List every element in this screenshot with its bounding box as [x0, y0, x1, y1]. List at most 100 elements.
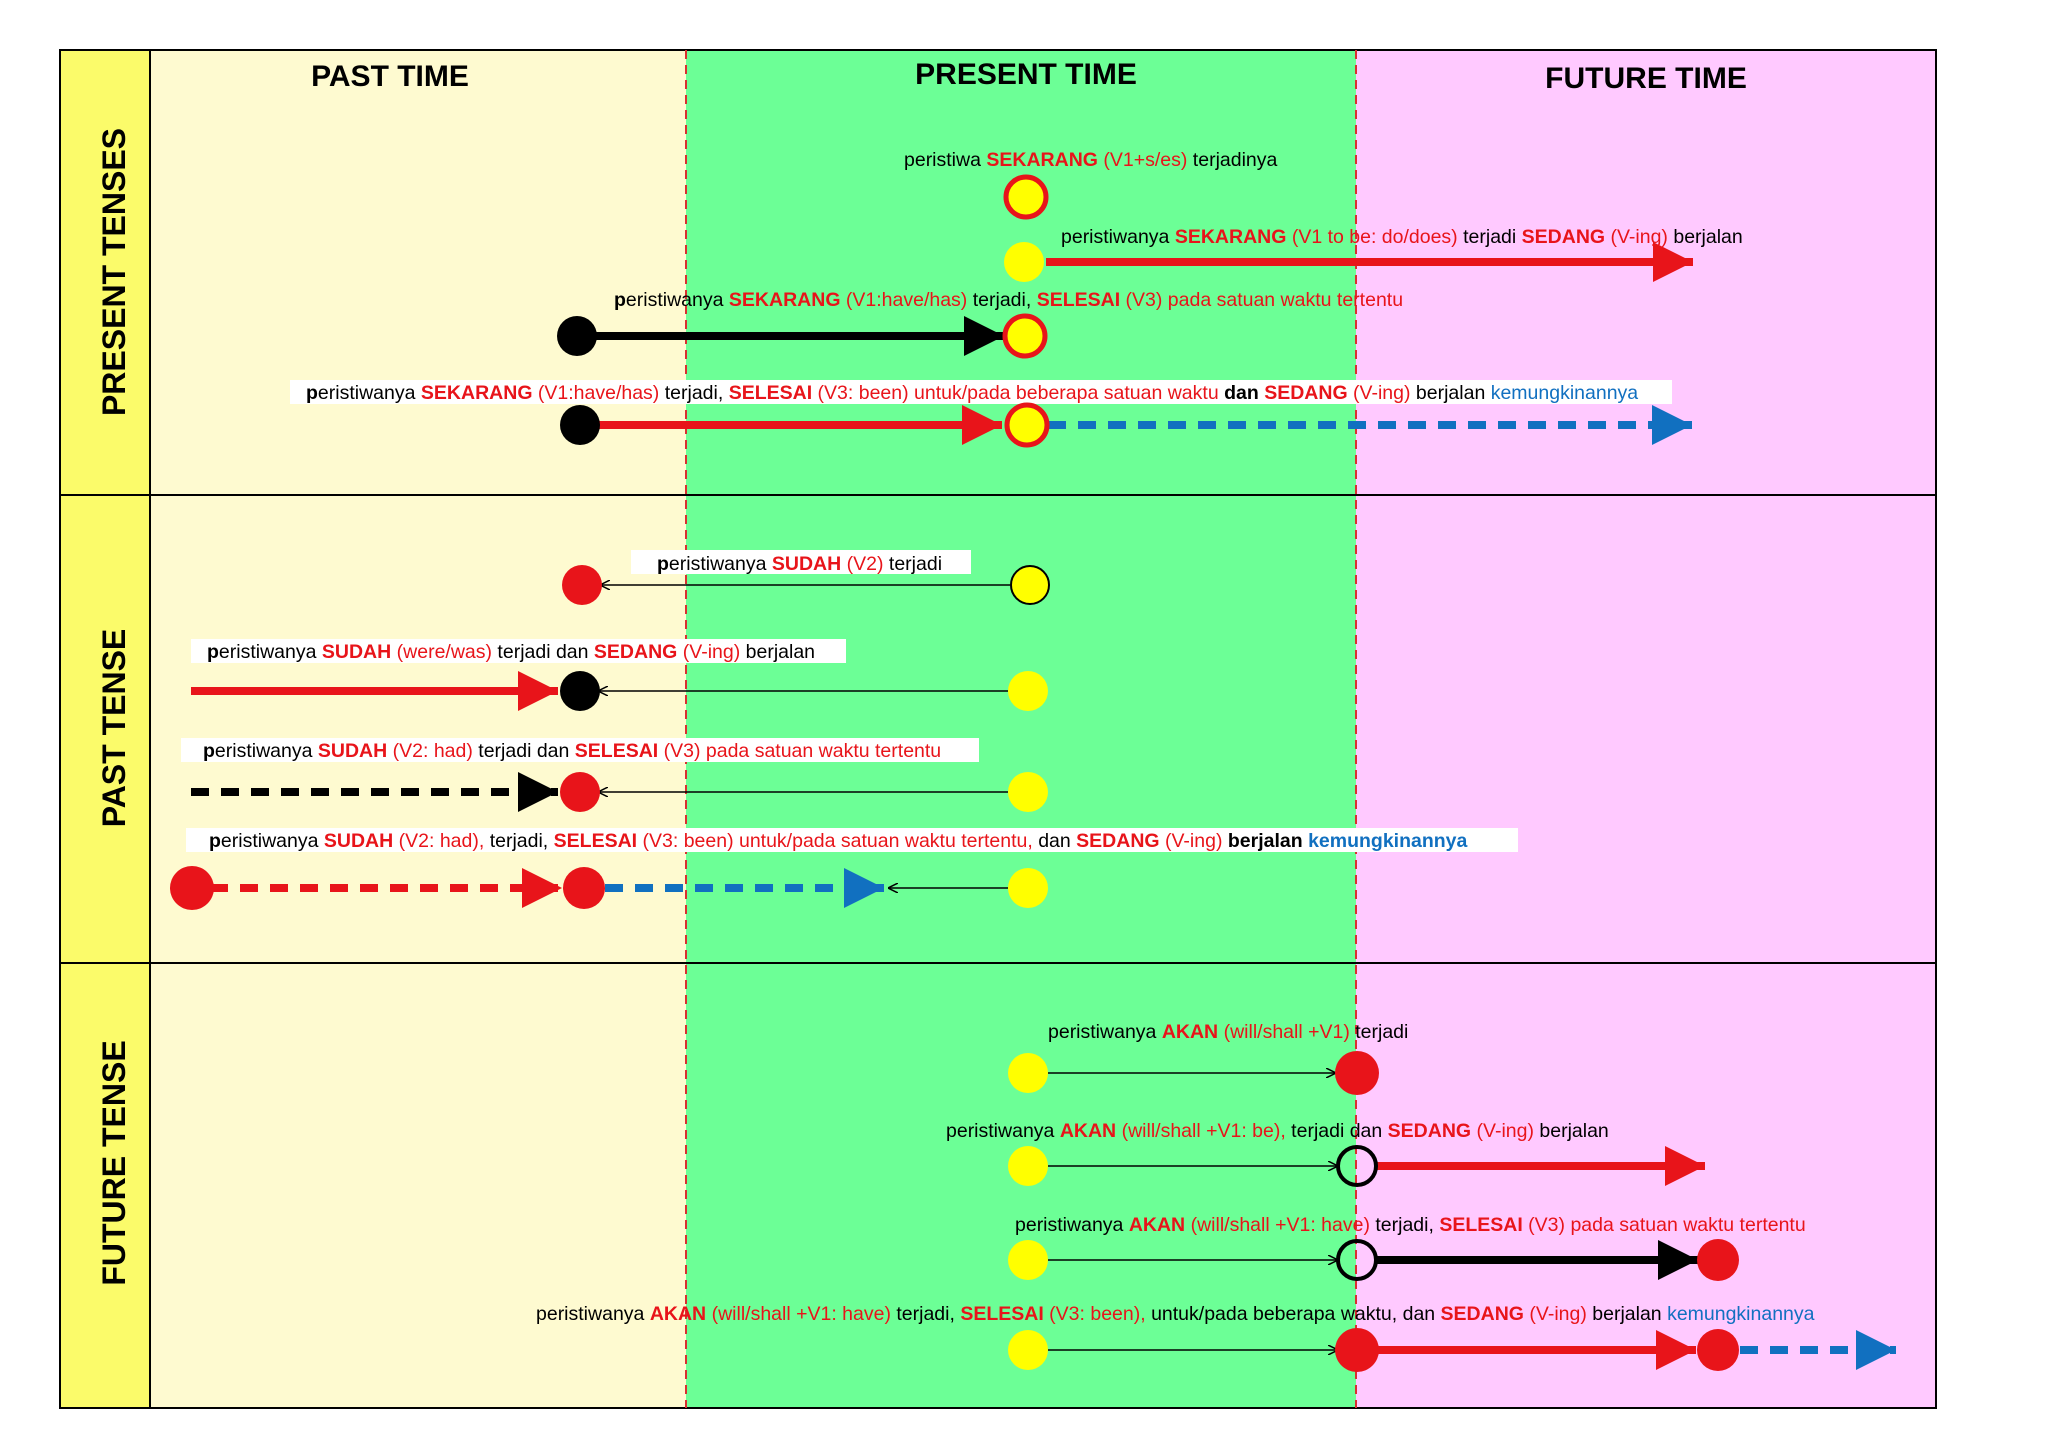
- label-segment: kemungkinannya: [1308, 830, 1467, 852]
- label-segment: (were/was): [391, 641, 492, 663]
- label-segment: p: [209, 830, 221, 852]
- label-segment: eristiwanya: [221, 830, 324, 852]
- label-segment: kemungkinannya: [1491, 382, 1639, 404]
- event-dot-simple-present: [1003, 174, 1049, 220]
- label-segment: terjadi dan: [492, 641, 594, 663]
- label-segment: p: [207, 641, 219, 663]
- label-bg-past-continuous: [191, 639, 846, 663]
- event-dot-simple-future: [1335, 1051, 1379, 1095]
- label-segment: (V2): [841, 553, 883, 575]
- label-segment: SEDANG: [1264, 382, 1347, 404]
- label-segment: terjadinya: [1187, 149, 1277, 171]
- label-segment: terjadi dan: [1286, 1120, 1388, 1142]
- label-segment: SELESAI: [575, 740, 658, 762]
- label-segment: (V3: been) untuk/pada satuan waktu terte…: [637, 830, 1033, 852]
- label-segment: SELESAI: [729, 382, 812, 404]
- label-future-perfect: peristiwanya AKAN (will/shall +V1: have)…: [1015, 1214, 1806, 1236]
- label-segment: (will/shall +V1: have): [1185, 1214, 1370, 1236]
- now-dot-future-perfect-continuous: [1008, 1330, 1048, 1370]
- label-segment: berjalan: [1534, 1120, 1609, 1142]
- event-dot-present-continuous: [1004, 242, 1044, 282]
- event-ring-future-continuous: [1336, 1145, 1378, 1187]
- start-dot-present-perfect-continuous: [560, 405, 600, 445]
- event-dot-present-perfect-continuous: [1004, 402, 1050, 448]
- label-segment: berjalan: [1587, 1303, 1667, 1325]
- label-segment: SUDAH: [772, 553, 841, 575]
- label-segment: terjadi: [1350, 1021, 1409, 1043]
- label-segment: terjadi,: [1370, 1214, 1439, 1236]
- label-segment: SUDAH: [322, 641, 391, 663]
- label-segment: p: [614, 289, 626, 311]
- past-time-column-bg: [150, 50, 686, 1408]
- label-segment: AKAN: [1060, 1120, 1116, 1142]
- label-segment: (V1:have/has): [532, 382, 659, 404]
- label-segment: kemungkinannya: [1667, 1303, 1815, 1325]
- label-segment: (will/shall +V1: have): [706, 1303, 891, 1325]
- start-dot-past-perfect-continuous: [170, 866, 214, 910]
- label-segment: (V1:have/has): [840, 289, 967, 311]
- label-bg-simple-past: [631, 550, 971, 574]
- start-dot-present-perfect: [557, 316, 597, 356]
- label-segment: SEDANG: [1388, 1120, 1471, 1142]
- label-future-continuous: peristiwanya AKAN (will/shall +V1: be), …: [946, 1120, 1609, 1142]
- label-present-continuous: peristiwanya SEKARANG (V1 to be: do/does…: [1061, 226, 1743, 248]
- event-dot-simple-past: [562, 565, 602, 605]
- label-past-perfect: peristiwanya SUDAH (V2: had) terjadi dan…: [203, 740, 941, 762]
- now-dot-past-continuous: [1008, 671, 1048, 711]
- label-future-perfect-continuous: peristiwanya AKAN (will/shall +V1: have)…: [536, 1303, 1815, 1325]
- label-segment: p: [203, 740, 215, 762]
- event-dot-future-perfect-continuous: [1335, 1328, 1379, 1372]
- label-segment: peristiwanya: [1061, 226, 1175, 248]
- label-segment: peristiwanya: [1015, 1214, 1129, 1236]
- label-segment: SEKARANG: [1175, 226, 1287, 248]
- label-segment: (V1 to be: do/does): [1286, 226, 1457, 248]
- event-ring-future-perfect: [1336, 1239, 1378, 1281]
- label-segment: (V-ing): [1605, 226, 1668, 248]
- label-segment: SEDANG: [594, 641, 677, 663]
- label-segment: AKAN: [1129, 1214, 1185, 1236]
- label-segment: terjadi: [1458, 226, 1522, 248]
- future-time-header: FUTURE TIME: [1545, 62, 1747, 95]
- label-segment: terjadi,: [484, 830, 553, 852]
- label-segment: SEDANG: [1522, 226, 1605, 248]
- event-dot-past-perfect-continuous: [563, 867, 605, 909]
- label-segment: AKAN: [650, 1303, 706, 1325]
- label-bg-past-perfect-continuous: [186, 828, 1518, 852]
- end-dot-future-perfect: [1697, 1239, 1739, 1281]
- label-segment: SELESAI: [960, 1303, 1043, 1325]
- label-segment: p: [657, 553, 669, 575]
- label-segment: (V3) pada satuan waktu tertentu: [1120, 289, 1403, 311]
- now-dot-past-perfect-continuous: [1008, 868, 1048, 908]
- label-segment: SUDAH: [318, 740, 387, 762]
- label-segment: dan: [1033, 830, 1076, 852]
- event-dot-present-perfect: [1002, 313, 1048, 359]
- label-segment: eristiwanya: [318, 382, 421, 404]
- label-bg-present-perfect-continuous: [290, 380, 1672, 404]
- label-simple-future: peristiwanya AKAN (will/shall +V1) terja…: [1048, 1021, 1408, 1043]
- label-segment: (V1+s/es): [1098, 149, 1187, 171]
- label-segment: SEKARANG: [986, 149, 1098, 171]
- label-simple-present: peristiwa SEKARANG (V1+s/es) terjadinya: [904, 149, 1278, 171]
- label-segment: SEKARANG: [421, 382, 533, 404]
- label-segment: eristiwanya: [219, 641, 322, 663]
- event-dot-past-continuous: [560, 671, 600, 711]
- label-simple-past: peristiwanya SUDAH (V2) terjadi: [657, 553, 942, 575]
- now-dot-past-perfect: [1008, 772, 1048, 812]
- label-segment: (will/shall +V1: be),: [1116, 1120, 1286, 1142]
- label-segment: eristiwanya: [626, 289, 729, 311]
- now-dot-simple-past: [1010, 565, 1050, 605]
- label-segment: AKAN: [1162, 1021, 1218, 1043]
- label-segment: (V2: had): [387, 740, 473, 762]
- label-segment: (V3: been) untuk/pada beberapa satuan wa…: [812, 382, 1224, 404]
- label-segment: (V3) pada satuan waktu tertentu: [658, 740, 941, 762]
- label-present-perfect-continuous: peristiwanya SEKARANG (V1:have/has) terj…: [306, 382, 1638, 404]
- event-dot-past-perfect: [560, 772, 600, 812]
- label-bg-past-perfect: [181, 738, 979, 762]
- label-segment: terjadi dan: [473, 740, 575, 762]
- future-tense-row-header: FUTURE TENSE: [96, 1040, 132, 1285]
- future-time-column-bg: [1356, 50, 1936, 1408]
- past-time-header: PAST TIME: [311, 60, 469, 93]
- label-segment: SUDAH: [324, 830, 393, 852]
- label-segment: SELESAI: [554, 830, 637, 852]
